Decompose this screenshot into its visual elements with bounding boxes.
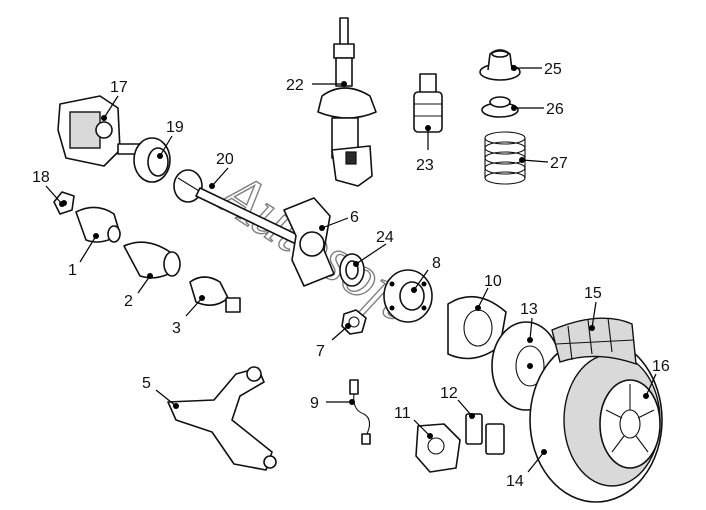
part-wear-sensor bbox=[349, 379, 371, 445]
part-control-arm bbox=[167, 366, 277, 471]
callout-26: 26 bbox=[546, 101, 564, 118]
part-shock-absorber bbox=[317, 17, 377, 187]
part-bump-stop bbox=[413, 73, 443, 133]
callout-24: 24 bbox=[376, 229, 394, 246]
callout-14: 14 bbox=[506, 473, 524, 490]
part-coil-spring bbox=[484, 131, 526, 185]
part-tread-section bbox=[551, 317, 637, 366]
callout-19: 19 bbox=[166, 119, 184, 136]
part-inner-joint bbox=[189, 276, 241, 313]
part-brake-caliper bbox=[415, 423, 461, 473]
callout-8: 8 bbox=[432, 255, 441, 272]
callout-6: 6 bbox=[350, 209, 359, 226]
callout-27: 27 bbox=[550, 155, 568, 172]
part-brake-pads bbox=[465, 413, 505, 455]
callout-1: 1 bbox=[68, 262, 77, 279]
part-boot-kit bbox=[123, 241, 181, 279]
callout-5: 5 bbox=[142, 375, 151, 392]
callout-labels: 1 2 3 5 6 7 8 9 10 11 12 13 14 15 16 17 bbox=[32, 61, 670, 490]
callout-16: 16 bbox=[652, 358, 670, 375]
callout-23: 23 bbox=[416, 157, 434, 174]
callout-12: 12 bbox=[440, 385, 458, 402]
callout-9: 9 bbox=[310, 395, 319, 412]
part-steering-knuckle bbox=[283, 197, 335, 287]
part-outer-cv-joint bbox=[117, 137, 171, 183]
part-top-mount bbox=[479, 49, 521, 81]
callout-7: 7 bbox=[316, 343, 325, 360]
part-bearing bbox=[339, 253, 365, 287]
callout-10: 10 bbox=[484, 273, 502, 290]
callout-25: 25 bbox=[544, 61, 562, 78]
callout-13: 13 bbox=[520, 301, 538, 318]
callout-3: 3 bbox=[172, 320, 181, 337]
part-hub bbox=[383, 269, 433, 323]
part-drive-shaft bbox=[173, 169, 301, 245]
part-gearbox-housing bbox=[57, 95, 121, 167]
callout-11: 11 bbox=[394, 405, 411, 422]
callout-15: 15 bbox=[584, 285, 602, 302]
callout-20: 20 bbox=[216, 151, 234, 168]
callout-17: 17 bbox=[110, 79, 128, 96]
callout-2: 2 bbox=[124, 293, 133, 310]
callout-22: 22 bbox=[286, 77, 304, 94]
callout-18: 18 bbox=[32, 169, 50, 186]
part-spring-seat bbox=[481, 96, 519, 118]
part-tyre bbox=[529, 337, 663, 503]
